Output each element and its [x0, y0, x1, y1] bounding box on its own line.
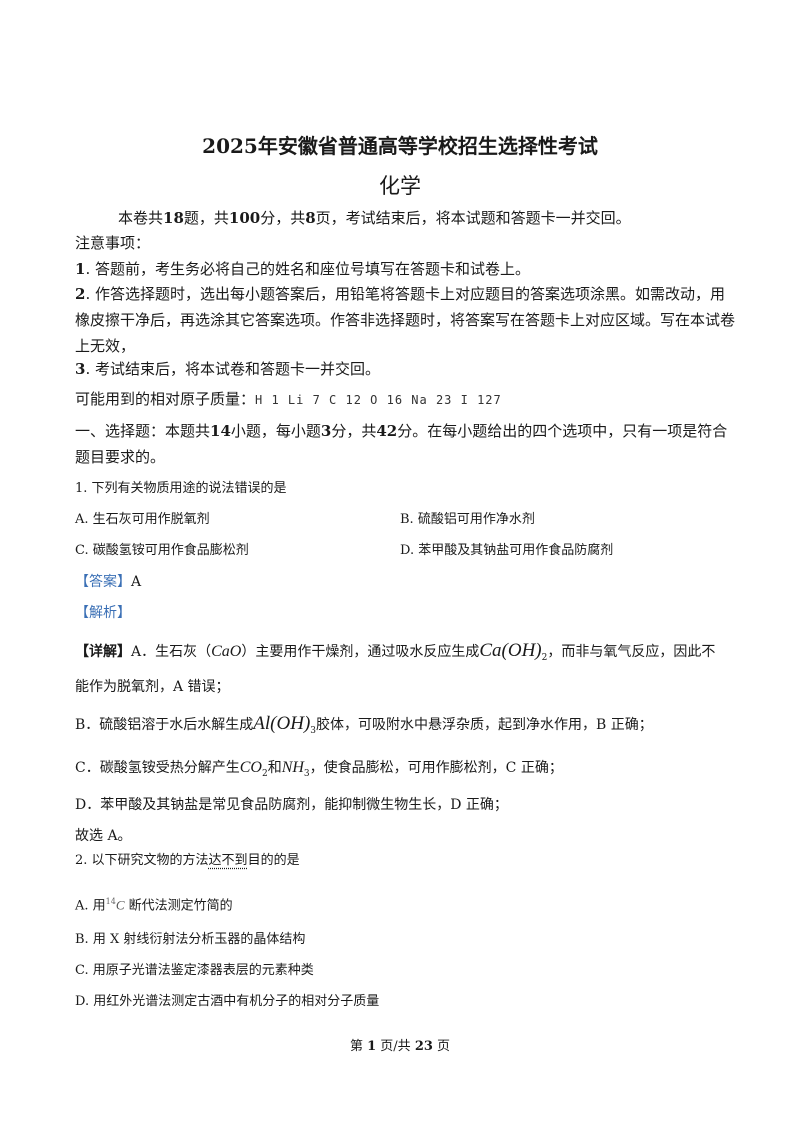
q2-option-c: C. 用原子光谱法鉴定漆器表层的元素种类: [75, 963, 314, 978]
q1-option-b: B. 硫酸铝可用作净水剂: [400, 512, 535, 527]
notes-title: 注意事项：: [75, 234, 151, 252]
q1-analysis-label: 【解析】: [75, 605, 131, 621]
note-2: 2. 作答选择题时，选出每小题答案后，用铅笔将答题卡上对应题目的答案选项涂黑。如…: [75, 285, 736, 355]
atomic-masses: 可能用到的相对原子质量：H 1 Li 7 C 12 O 16 Na 23 I 1…: [75, 390, 502, 408]
q2-option-b: B. 用 X 射线衍射法分析玉器的晶体结构: [75, 932, 306, 947]
q2-stem: 2. 以下研究文物的方法达不到目的的是: [75, 853, 300, 868]
q2-option-d: D. 用红外光谱法测定古酒中有机分子的相对分子质量: [75, 994, 380, 1009]
q1-option-c: C. 碳酸氢铵可用作食品膨松剂: [75, 543, 249, 558]
q2-option-a: A. 用14C 断代法测定竹简的: [75, 897, 233, 914]
q1-detail-c: C．碳酸氢铵受热分解产生CO2和NH3，使食品膨松，可用作膨松剂，C 正确；: [75, 759, 563, 779]
q1-detail-line-1: 【详解】A．生石灰（CaO）主要用作干燥剂，通过吸水反应生成Ca(OH)2，而非…: [75, 640, 716, 663]
page-title: 2025年安徽省普通高等学校招生选择性考试: [202, 134, 598, 158]
q1-detail-line-2: 能作为脱氧剂，A 错误；: [75, 679, 230, 695]
q1-detail-d: D．苯甲酸及其钠盐是常见食品防腐剂，能抑制微生物生长，D 正确；: [75, 797, 508, 813]
q1-conclusion: 故选 A。: [75, 828, 132, 844]
section-heading: 一、选择题：本题共14小题，每小题3分，共42分。在每小题给出的四个选项中，只有…: [75, 422, 728, 466]
q1-detail-b: B．硫酸铝溶于水后水解生成Al(OH)3胶体，可吸附水中悬浮杂质，起到净水作用，…: [75, 713, 653, 736]
q1-answer: 【答案】A: [75, 574, 142, 590]
page-footer: 第 1 页/共 23 页: [349, 1039, 451, 1054]
note-1: 1. 答题前，考生务必将自己的姓名和座位号填写在答题卡和试卷上。: [75, 260, 530, 278]
intro-paragraph: 本卷共18题，共100分，共8页，考试结束后，将本试题和答题卡一并交回。: [118, 209, 631, 227]
q1-stem: 1. 下列有关物质用途的说法错误的是: [75, 481, 287, 496]
q1-option-d: D. 苯甲酸及其钠盐可用作食品防腐剂: [400, 543, 614, 558]
subject-title: 化学: [379, 174, 421, 198]
note-3: 3. 考试结束后，将本试卷和答题卡一并交回。: [75, 360, 380, 378]
q1-option-a: A. 生石灰可用作脱氧剂: [75, 512, 210, 527]
